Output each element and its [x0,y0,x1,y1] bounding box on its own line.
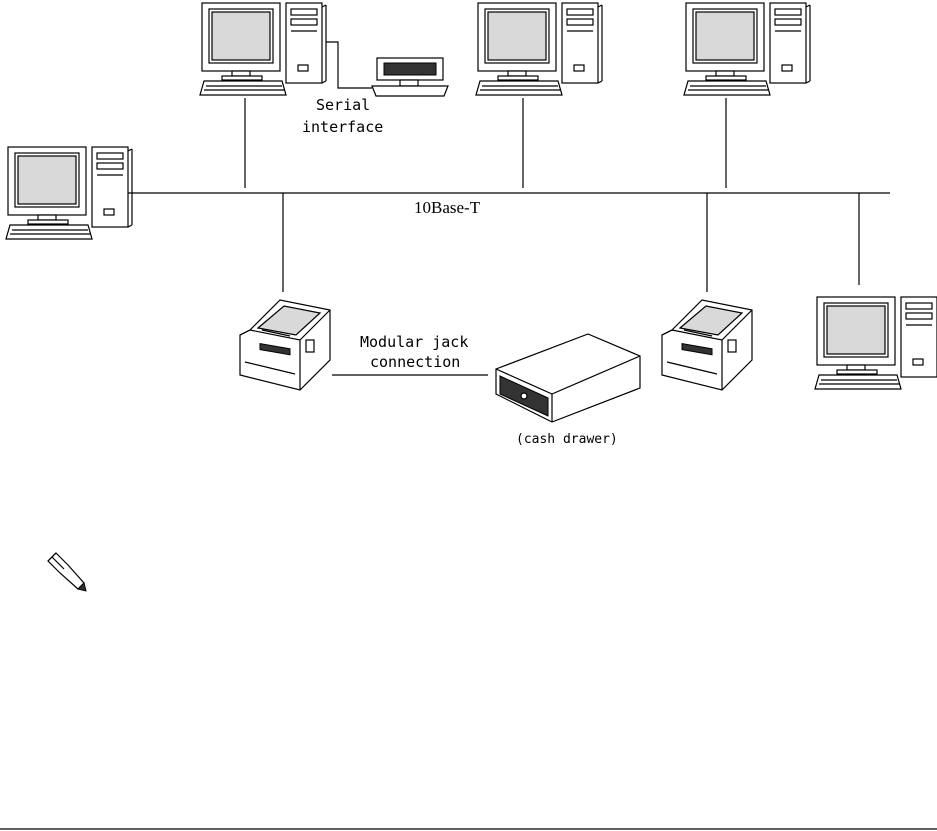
serial-interface-label-line1: Serial [316,96,370,114]
modular-jack-label-line2: connection [370,353,460,371]
cash-drawer-icon [495,333,641,423]
serial-interface-label-line2: interface [302,118,383,136]
cash-drawer-label: (cash drawer) [516,432,618,447]
network-label: 10Base-T [414,198,481,217]
desktop-computer-icon [475,2,603,96]
serial-connector-line [326,41,372,89]
desktop-computer-icon [814,296,937,390]
receipt-printer-icon [661,299,753,391]
pencil-note-icon [47,552,87,592]
desktop-computer-icon [5,146,133,240]
customer-display-icon [371,57,449,97]
modular-jack-label-line1: Modular jack [360,333,468,351]
receipt-printer-icon [239,299,331,391]
desktop-computer-icon [683,2,811,96]
desktop-computer-icon [199,2,327,96]
